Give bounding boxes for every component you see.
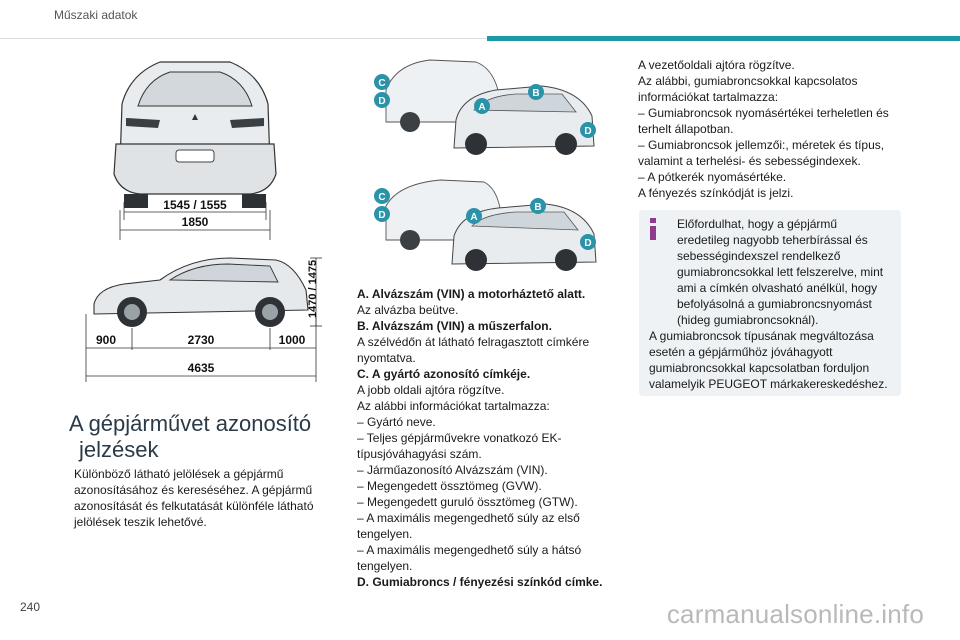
right-line1: A vezetőoldali ajtóra rögzítve. — [638, 58, 795, 72]
marker-c: C — [374, 74, 390, 90]
car-rear-view-diagram: 1545 / 1555 1850 — [113, 61, 277, 240]
info-icon — [650, 218, 656, 240]
dimension-overall-width: 1850 — [182, 215, 209, 229]
svg-text:A: A — [478, 102, 485, 113]
marker-b: B — [530, 198, 546, 214]
marker-a: A — [474, 98, 490, 114]
info-paragraph-1: Előfordulhat, hogy a gépjármű eredetileg… — [677, 217, 884, 327]
section-title-line1: A gépjárművet azonosító — [69, 411, 312, 436]
page-number: 240 — [20, 600, 41, 614]
svg-text:D: D — [584, 238, 591, 249]
info-paragraph-2: A gumiabroncsok típusának megváltozása e… — [649, 329, 888, 391]
dimension-wheelbase: 2730 — [188, 333, 215, 347]
car-side-illustration — [93, 257, 309, 327]
item-c-list-item: – Teljes gépjárművekre vonatkozó EK-típu… — [357, 431, 562, 461]
item-c-text1: A jobb oldali ajtóra rögzítve. — [357, 383, 505, 397]
right-list-item: – Gumiabroncsok jellemzői:, méretek és t… — [638, 138, 885, 168]
right-line2: Az alábbi, gumiabroncsokkal kapcsolatos … — [638, 74, 858, 104]
marker-d-front: D — [580, 122, 596, 138]
marker-d: D — [374, 92, 390, 108]
item-b-title: B. Alvázszám (VIN) a műszerfalon. — [357, 319, 552, 333]
header-accent-bar — [487, 36, 960, 41]
marker-b: B — [528, 84, 544, 100]
right-list-item: – A pótkerék nyomásértéke. — [638, 170, 787, 184]
item-c-list-item: – Járműazonosító Alvázszám (VIN). — [357, 463, 548, 477]
car-side-view-diagram: 1470 / 1475 900 2730 1000 4635 — [85, 257, 322, 382]
svg-text:B: B — [534, 202, 541, 213]
header-divider — [0, 38, 487, 39]
dimension-rear-overhang: 1000 — [279, 333, 306, 347]
svg-text:D: D — [378, 96, 385, 107]
item-c-list-item: – A maximális megengedhető súly a hátsó … — [357, 543, 582, 573]
marker-c: C — [374, 188, 390, 204]
item-c-text2: Az alábbi információkat tartalmazza: — [357, 399, 550, 413]
section-intro: Különböző látható jelölések a gépjármű a… — [74, 467, 314, 529]
page-header-title: Műszaki adatok — [54, 8, 138, 22]
svg-text:D: D — [584, 126, 591, 137]
svg-text:D: D — [378, 210, 385, 221]
svg-text:A: A — [470, 212, 477, 223]
car-rear-illustration — [113, 61, 277, 208]
right-list-item: – Gumiabroncsok nyomásértékei terheletle… — [638, 106, 889, 136]
svg-text:C: C — [378, 78, 385, 89]
right-line3: A fényezés színkódját is jelzi. — [638, 186, 794, 200]
tyre-label-description: A vezetőoldali ajtóra rögzítve. Az alább… — [638, 57, 902, 201]
marker-d-front: D — [580, 234, 596, 250]
section-title: A gépjárművet azonosító jelzések — [69, 411, 339, 463]
dimension-rear-track: 1545 / 1555 — [163, 198, 227, 212]
dimension-height: 1470 / 1475 — [307, 260, 319, 318]
item-c-list-item: – Gyártó neve. — [357, 415, 436, 429]
watermark: carmanualsonline.info — [666, 599, 924, 629]
identification-diagram-hatchback: C D A B D — [374, 59, 596, 155]
marker-a: A — [466, 208, 482, 224]
dimension-front-overhang: 900 — [96, 333, 116, 347]
marker-d: D — [374, 206, 390, 222]
identification-diagram-estate: C D A B D — [374, 179, 597, 271]
item-a-title: A. Alvázszám (VIN) a motorháztető alatt. — [357, 287, 586, 301]
item-d-title: D. Gumiabroncs / fényezési színkód címke… — [357, 575, 603, 589]
item-a-text: Az alvázba beütve. — [357, 303, 459, 317]
identification-descriptions: A. Alvázszám (VIN) a motorháztető alatt.… — [357, 286, 621, 590]
dimension-overall-length: 4635 — [188, 361, 215, 375]
svg-text:B: B — [532, 88, 539, 99]
item-b-text: A szélvédőn át látható felragasztott cím… — [357, 335, 590, 365]
item-c-list-item: – Megengedett össztömeg (GVW). — [357, 479, 542, 493]
info-box: Előfordulhat, hogy a gépjármű eredetileg… — [639, 210, 901, 396]
section-title-line2: jelzések — [79, 437, 159, 462]
svg-text:C: C — [378, 192, 385, 203]
item-c-list-item: – Megengedett guruló össztömeg (GTW). — [357, 495, 578, 509]
item-c-list-item: – A maximális megengedhető súly az első … — [357, 511, 580, 541]
item-c-title: C. A gyártó azonosító címkéje. — [357, 367, 531, 381]
